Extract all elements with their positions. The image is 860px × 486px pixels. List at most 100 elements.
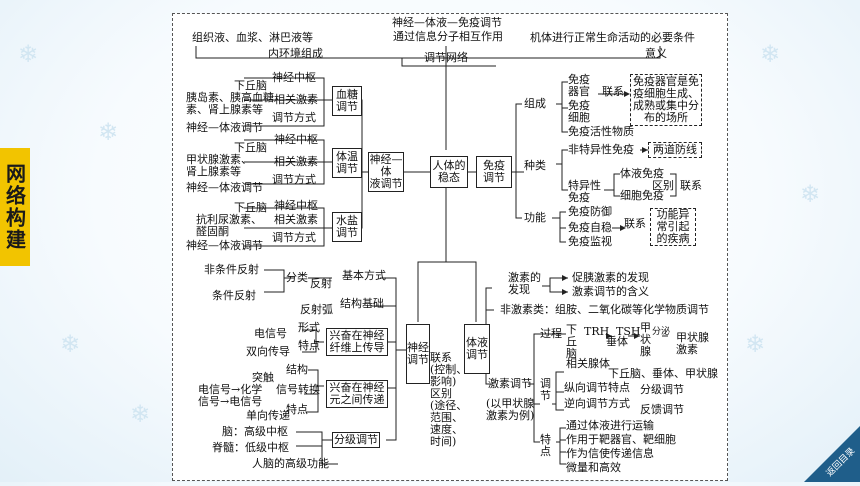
water-salt-box: 水盐 调节 <box>332 212 362 242</box>
temp-hormone-label: 相关激素 <box>274 155 318 168</box>
section-title: 网络构建 <box>0 148 30 266</box>
structure-basis: 结构基础 <box>340 297 384 310</box>
water-center-label: 神经中枢 <box>274 199 318 212</box>
specific-immunity: 特异性 免疫 <box>568 179 601 204</box>
thyroid-hormone: 甲状腺 激素 <box>676 331 709 356</box>
significance-note: 机体进行正常生命活动的必要条件 <box>530 31 695 44</box>
secrete-label: 分泌 <box>652 327 671 337</box>
signal-conversion: 信号转换 <box>276 383 320 396</box>
reflex-arc: 反射弧 <box>300 303 333 316</box>
one-way-transmission: 单向传递 <box>246 409 290 422</box>
graded-regulation: 分级调节 <box>640 383 684 396</box>
synapse: 突触 <box>252 371 274 384</box>
snowflake-icon: ❄ <box>745 330 766 358</box>
organ-link: 联系 <box>602 85 624 98</box>
thyroid-example: (以甲状腺 激素为例) <box>486 397 535 422</box>
hormone-regulation: 激素调节 <box>488 377 532 390</box>
hormone-discovery: 激素的 发现 <box>508 271 541 296</box>
fiber-conduction-box: 兴奋在神经 纤维上传导 <box>326 328 388 356</box>
bidirectional: 双向传导 <box>246 345 290 358</box>
synapse-transmission-box: 兴奋在神经 元之间传递 <box>326 380 388 408</box>
temp-mode-label: 调节方式 <box>272 173 316 186</box>
electric-signal: 电信号 <box>254 327 287 340</box>
homeostasis-box: 人体的 稳态 <box>430 156 468 188</box>
regulation-label: 调 节 <box>540 377 551 402</box>
chemical-to-electric: 信号→电信号 <box>198 395 263 408</box>
trh: TRH <box>584 325 610 338</box>
trait-transport: 通过体液进行运输 <box>566 419 654 432</box>
sugar-center: 下丘脑 <box>234 79 267 92</box>
temp-center-label: 神经中枢 <box>274 133 318 146</box>
spinal-center: 脊髓：低级中枢 <box>212 441 289 454</box>
blood-sugar-box: 血糖 调节 <box>332 86 362 116</box>
humoral-regulation-box: 体液 调节 <box>464 324 490 374</box>
temp-center: 下丘脑 <box>234 141 267 154</box>
neural-regulation-box: 神经 调节 <box>406 324 430 384</box>
immune-regulation-box: 免疫 调节 <box>476 156 512 188</box>
snowflake-icon: ❄ <box>18 40 39 68</box>
water-mode-label: 调节方式 <box>272 231 316 244</box>
conditioned-reflex: 条件反射 <box>212 289 256 302</box>
non-hormone-regulation: 非激素类：组胺、二氧化碳等化学物质调节 <box>500 303 709 316</box>
link-composition: 内环境组成 <box>268 47 323 60</box>
snowflake-icon: ❄ <box>60 330 81 358</box>
sugar-hormone-label: 相关激素 <box>274 93 318 106</box>
link-network: 调节网络 <box>424 51 468 64</box>
immunity-relation: 联系 <box>680 179 702 192</box>
water-mode: 神经—体液调节 <box>186 239 263 252</box>
two-lines-box: 两道防线 <box>648 142 702 158</box>
snowflake-icon: ❄ <box>760 40 781 68</box>
brain-higher-function: 人脑的高级功能 <box>252 457 329 470</box>
humoral-immunity: 体液免疫 <box>620 167 664 180</box>
immune-defense: 免疫防御 <box>568 205 612 218</box>
temp-hormones: 甲状腺激素、 肾上腺素等 <box>186 153 252 178</box>
immune-self-stable: 免疫自稳 <box>568 221 612 234</box>
water-hormones: 抗利尿激素、 醛固酮 <box>196 213 262 238</box>
hormone-concept: 激素调节的含义 <box>572 285 649 298</box>
immune-types: 种类 <box>524 159 546 172</box>
pituitary: 垂体 <box>606 335 628 348</box>
snowflake-icon: ❄ <box>800 180 821 208</box>
reverse-mode: 逆向调节方式 <box>564 397 630 410</box>
immune-cell: 免疫 细胞 <box>568 99 590 124</box>
neuro-humoral-box: 神经—体 液调节 <box>368 152 404 192</box>
nonspecific-immunity: 非特异性免疫 <box>568 143 634 156</box>
body-temp-box: 体温 调节 <box>332 148 362 178</box>
sugar-hormones: 胰岛素、胰高血糖 素、肾上腺素等 <box>186 91 274 116</box>
feedback-regulation: 反馈调节 <box>640 403 684 416</box>
thyroid-gland: 甲 状 腺 <box>640 321 651 358</box>
environment-components: 组织液、血浆、淋巴液等 <box>192 31 313 44</box>
trait-target: 作用于靶器官、靶细胞 <box>566 433 676 446</box>
brain-center: 脑：高级中枢 <box>222 425 288 438</box>
link-significance: 意义 <box>645 47 667 60</box>
organ-note-box: 免疫器官是免 疫细胞生成、 成熟或集中分 布的场所 <box>630 74 702 126</box>
relation-difference: 联系 (控制、 影响) 区别 (途径、 范围、 速度、 时间) <box>430 351 468 448</box>
sugar-mode: 神经—体液调节 <box>186 121 263 134</box>
snowflake-icon: ❄ <box>98 118 119 146</box>
traits-label: 特 点 <box>540 433 551 458</box>
process-label: 过程 <box>540 327 562 340</box>
fiber-feature: 特点 <box>298 339 320 352</box>
electric-to-chemical: 电信号→化学 <box>198 383 263 396</box>
synapse-structure-label: 结构 <box>286 363 308 376</box>
snowflake-icon: ❄ <box>130 400 151 428</box>
hpt-axis: 下丘脑、垂体、甲状腺 <box>608 367 718 380</box>
temp-mode: 神经—体液调节 <box>186 181 263 194</box>
network-subtitle: 通过信息分子相互作用 <box>393 30 503 43</box>
vertical-feature: 纵向调节特点 <box>564 381 630 394</box>
water-hormone-label: 相关激素 <box>274 213 318 226</box>
graded-regulation-box: 分级调节 <box>332 432 380 448</box>
unconditioned-reflex: 非条件反射 <box>204 263 259 276</box>
immune-function: 功能 <box>524 211 546 224</box>
immunity-difference: 区别 <box>652 179 674 192</box>
back-to-contents-button[interactable]: 返回目录 <box>804 426 860 482</box>
hypothalamus: 下 丘 脑 <box>566 323 577 360</box>
basic-mode: 基本方式 <box>342 269 386 282</box>
cellular-immunity: 细胞免疫 <box>620 189 664 202</box>
synapse-feature: 特点 <box>286 403 308 416</box>
immune-composition: 组成 <box>524 97 546 110</box>
water-center: 下丘脑 <box>234 201 267 214</box>
trait-messenger: 作为信使传递信息 <box>566 447 654 460</box>
immune-organ: 免疫 器官 <box>568 73 590 98</box>
function-link: 联系 <box>624 217 646 230</box>
